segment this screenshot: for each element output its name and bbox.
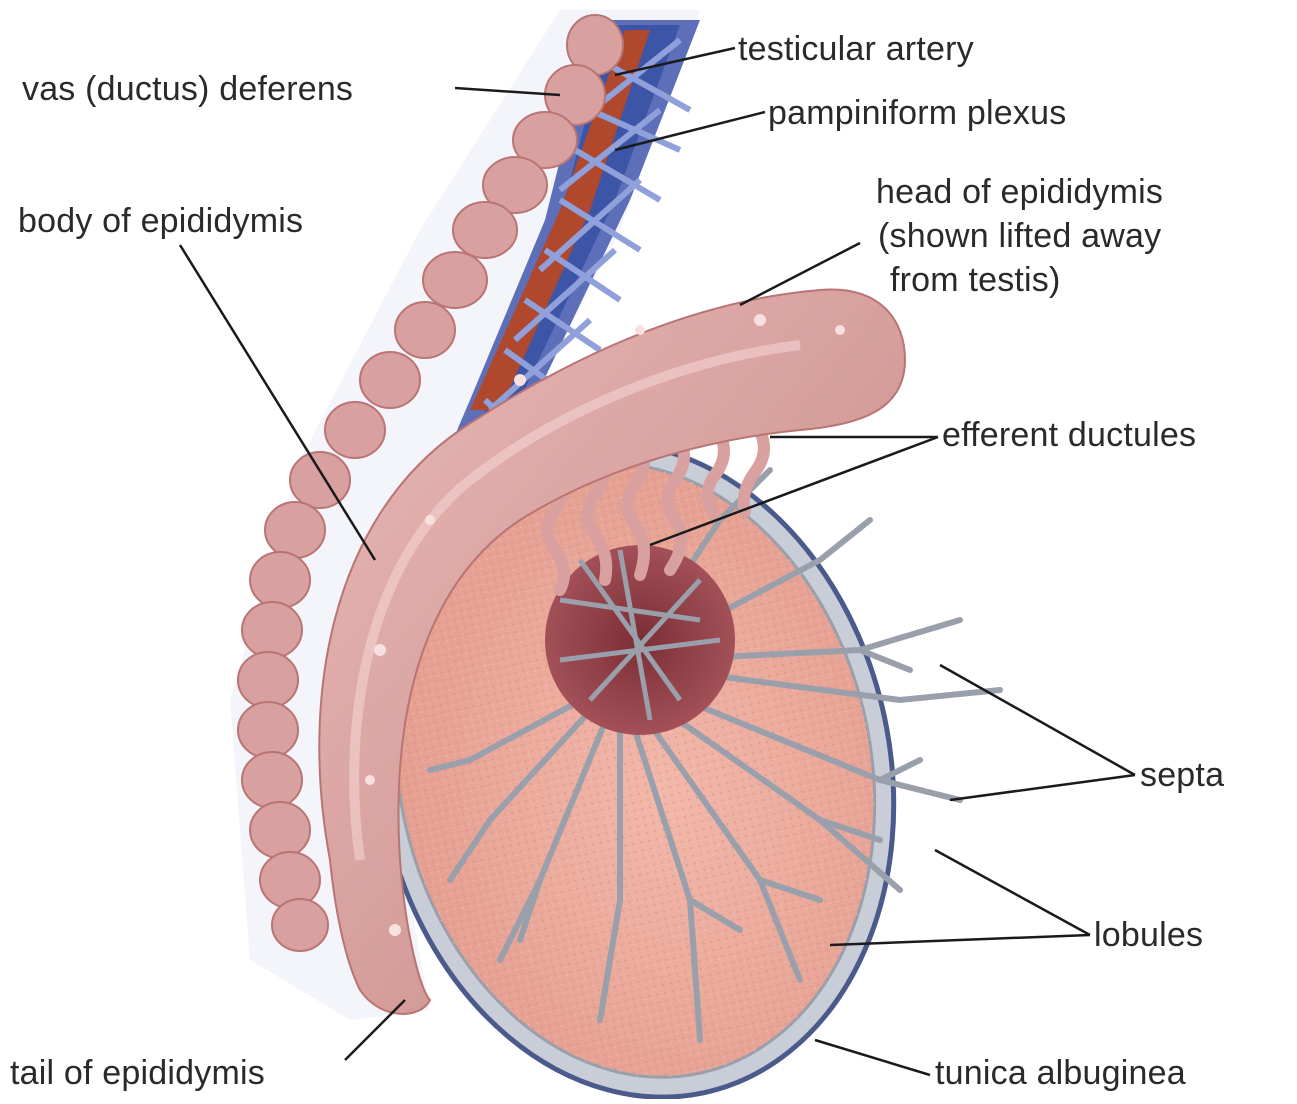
leader-lobules-1: [935, 850, 1090, 935]
leader-tunica-albuginea: [815, 1040, 930, 1075]
label-testicular-artery: testicular artery: [738, 28, 974, 70]
label-head-of-epididymis: head of epididymis (shown lifted away fr…: [876, 170, 1163, 302]
label-lobules: lobules: [1094, 914, 1203, 956]
label-tunica-albuginea: tunica albuginea: [935, 1052, 1186, 1094]
label-head-line-3: from testis): [876, 258, 1163, 302]
label-efferent-ductules: efferent ductules: [942, 414, 1196, 456]
label-body-of-epididymis: body of epididymis: [18, 200, 303, 242]
label-head-line-2: (shown lifted away: [876, 214, 1163, 258]
label-pampiniform-plexus: pampiniform plexus: [768, 92, 1066, 134]
label-vas-deferens: vas (ductus) deferens: [22, 68, 353, 110]
label-tail-of-epididymis: tail of epididymis: [10, 1052, 265, 1094]
label-septa: septa: [1140, 754, 1224, 796]
label-head-line-1: head of epididymis: [876, 170, 1163, 214]
leader-septa-1: [940, 665, 1135, 775]
leader-septa-2: [950, 775, 1135, 800]
